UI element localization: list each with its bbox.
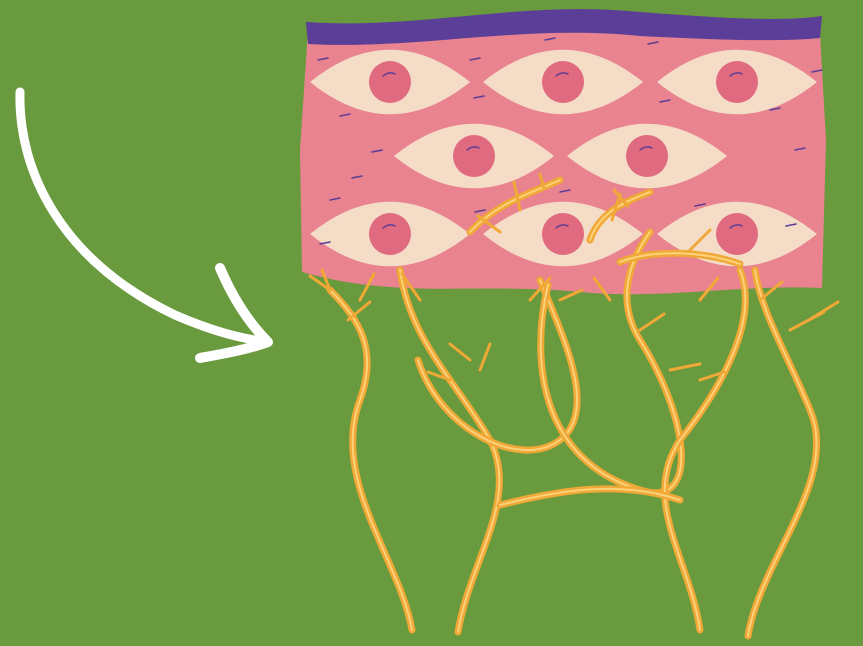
- cell-nucleus: [369, 61, 411, 103]
- nerve-highlight: [330, 290, 412, 630]
- cell-nucleus: [542, 213, 584, 255]
- nerve-fiber: [748, 270, 817, 636]
- cell-nucleus: [369, 213, 411, 255]
- cell-nucleus: [453, 135, 495, 177]
- nerve-fiber: [500, 489, 680, 505]
- cell-nucleus: [542, 61, 584, 103]
- cell-nucleus: [626, 135, 668, 177]
- nerve-branch: [450, 344, 490, 370]
- cell-nucleus: [716, 61, 758, 103]
- nerve-fiber: [665, 270, 746, 630]
- curved-arrow-icon: [20, 92, 268, 358]
- nerve-highlight: [748, 270, 817, 636]
- nerve-fiber: [400, 270, 499, 632]
- cell-nucleus: [716, 213, 758, 255]
- nerve-fiber: [330, 290, 412, 630]
